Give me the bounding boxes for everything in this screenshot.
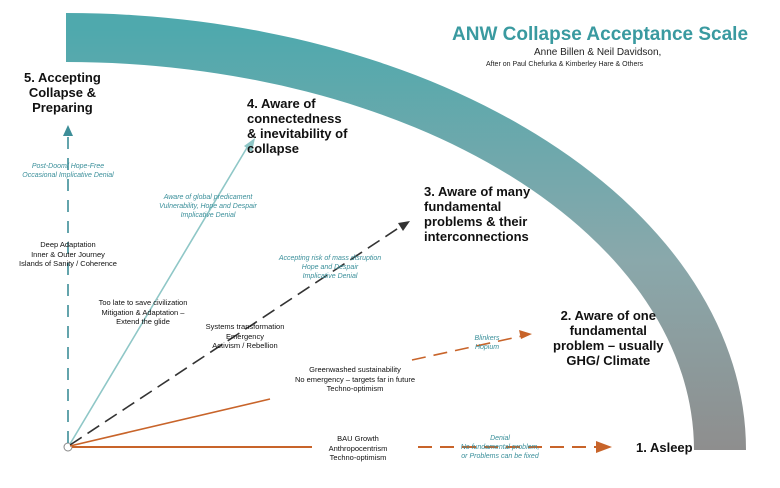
denial-stage-4: Aware of global predicament Vulnerabilit…: [159, 194, 257, 219]
arrowhead-stage-4: [244, 138, 255, 152]
arrowhead-stage-3: [398, 221, 410, 231]
acceptance-scale-arc: [66, 13, 746, 450]
authors: Anne Billen & Neil Davidson,: [534, 47, 662, 58]
stage-5-label: 5. Accepting Collapse & Preparing: [24, 70, 101, 115]
line-stage-3: [69, 226, 401, 446]
arrowhead-stage-1: [596, 441, 612, 453]
diagram-title: ANW Collapse Acceptance Scale: [452, 24, 749, 45]
denial-stage-3: Accepting risk of mass disruption Hope a…: [278, 255, 382, 280]
description-systems: Systems transformation Emergency Activis…: [205, 322, 285, 350]
denial-stage-2: Blinkers Hopium: [474, 335, 500, 351]
description-deep-adaptation: Deep Adaptation Inner & Outer Journey Is…: [19, 240, 117, 268]
attribution: After on Paul Chefurka & Kimberley Hare …: [486, 61, 644, 68]
arrowhead-stage-2: [519, 330, 532, 339]
stage-3-label: 3. Aware of many fundamental problems & …: [424, 184, 531, 244]
denial-stage-5: Post-Doom/ Hope-Free Occasional Implicat…: [22, 163, 114, 179]
description-bau: BAU Growth Anthropocentrism Techno-optim…: [328, 434, 388, 462]
line-stage-2: [69, 398, 271, 447]
arrowhead-stage-5: [63, 125, 73, 136]
description-too-late: Too late to save civilization Mitigation…: [98, 298, 188, 326]
line-stage-4: [69, 145, 249, 445]
stage-2-label: 2. Aware of one fundamental problem – us…: [553, 308, 664, 368]
line-stage-2-dash: [411, 335, 523, 361]
stage-4-label: 4. Aware of connectedness & inevitabilit…: [247, 96, 348, 156]
description-greenwashed: Greenwashed sustainability No emergency …: [294, 365, 416, 393]
stage-1-label: 1. Asleep: [636, 440, 693, 455]
denial-stage-1: Denial No fundamental problem, or Proble…: [460, 435, 540, 460]
